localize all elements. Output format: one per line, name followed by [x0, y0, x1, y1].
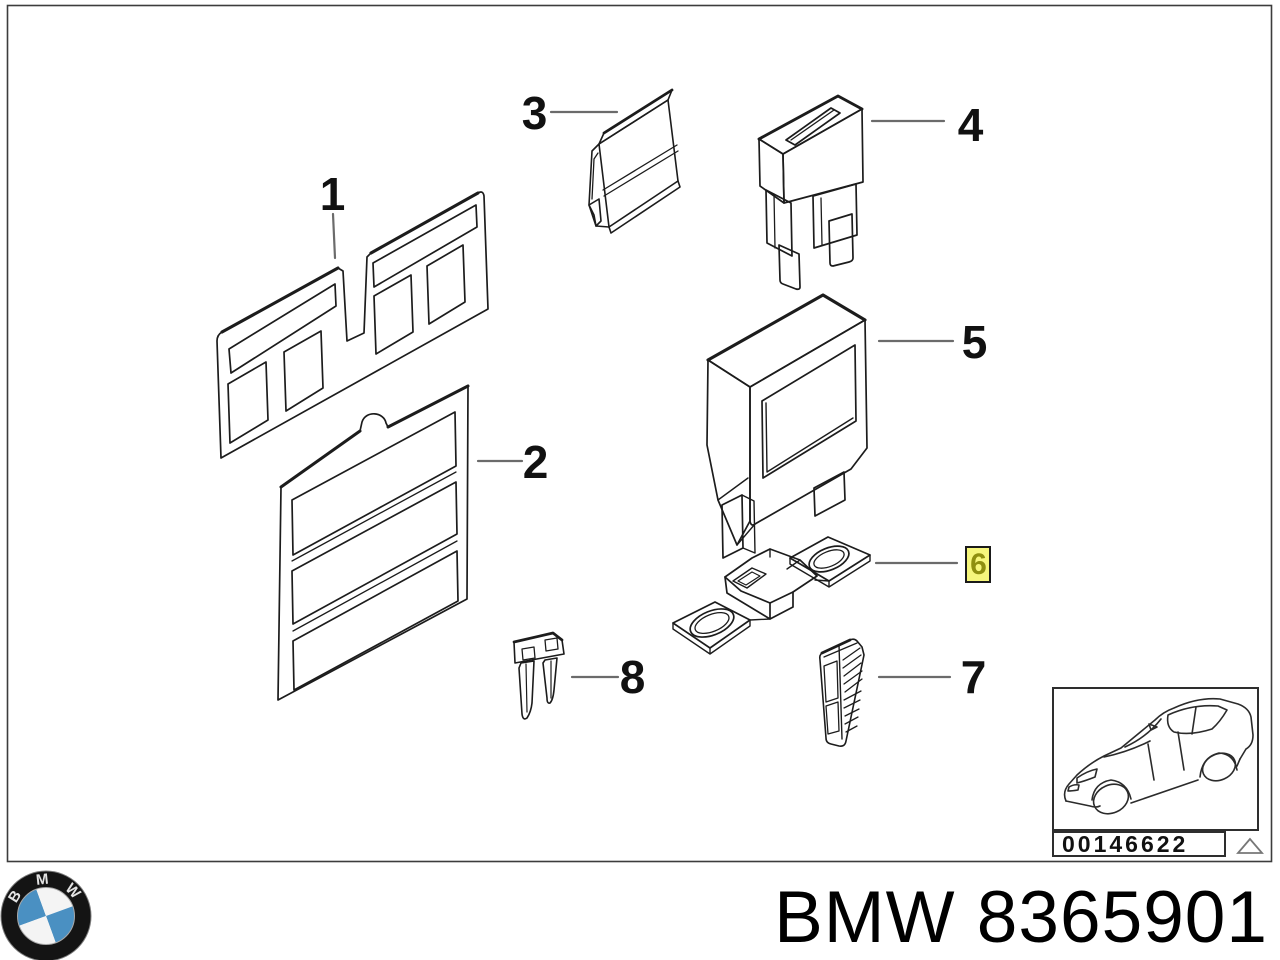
- car-drawing: [1063, 697, 1254, 815]
- part-3-drawing: [588, 88, 681, 234]
- leader-lines: [331, 110, 959, 679]
- part-8-drawing: [512, 631, 565, 720]
- bmw-logo-quadrants: [17, 887, 75, 945]
- car-thumbnail: [1052, 687, 1264, 857]
- rear-wheel: [1201, 752, 1237, 782]
- bmw-logo-inner-rim: [17, 887, 75, 945]
- callout-6-highlighted: 6: [965, 546, 991, 583]
- callout-8: 8: [619, 651, 646, 703]
- front-wheel: [1092, 783, 1130, 815]
- callout-4: 4: [957, 99, 984, 151]
- leader-line-1: [331, 212, 337, 260]
- callout-7: 7: [960, 651, 987, 703]
- part-1-drawing: [216, 191, 489, 459]
- logo-letter-m: M: [35, 871, 49, 889]
- part-7-drawing: [818, 638, 865, 747]
- part-4-drawing: [757, 94, 864, 291]
- diagram-frame-border: [6, 4, 1273, 863]
- callout-5: 5: [961, 316, 988, 368]
- triangle-icon: [1236, 837, 1264, 854]
- callout-2: 2: [522, 436, 549, 488]
- part-number-title: BMW 8365901: [774, 877, 1268, 958]
- part-6-drawing: [672, 536, 871, 655]
- car-thumbnail-border: [1052, 687, 1259, 831]
- image-code: 00146622: [1062, 831, 1189, 857]
- callout-1: 1: [319, 168, 346, 220]
- part-2-drawing: [277, 384, 470, 701]
- callout-3: 3: [521, 87, 548, 139]
- image-code-box: [1052, 831, 1226, 857]
- bmw-logo: B M W: [0, 870, 92, 960]
- part-5-drawing: [706, 293, 868, 559]
